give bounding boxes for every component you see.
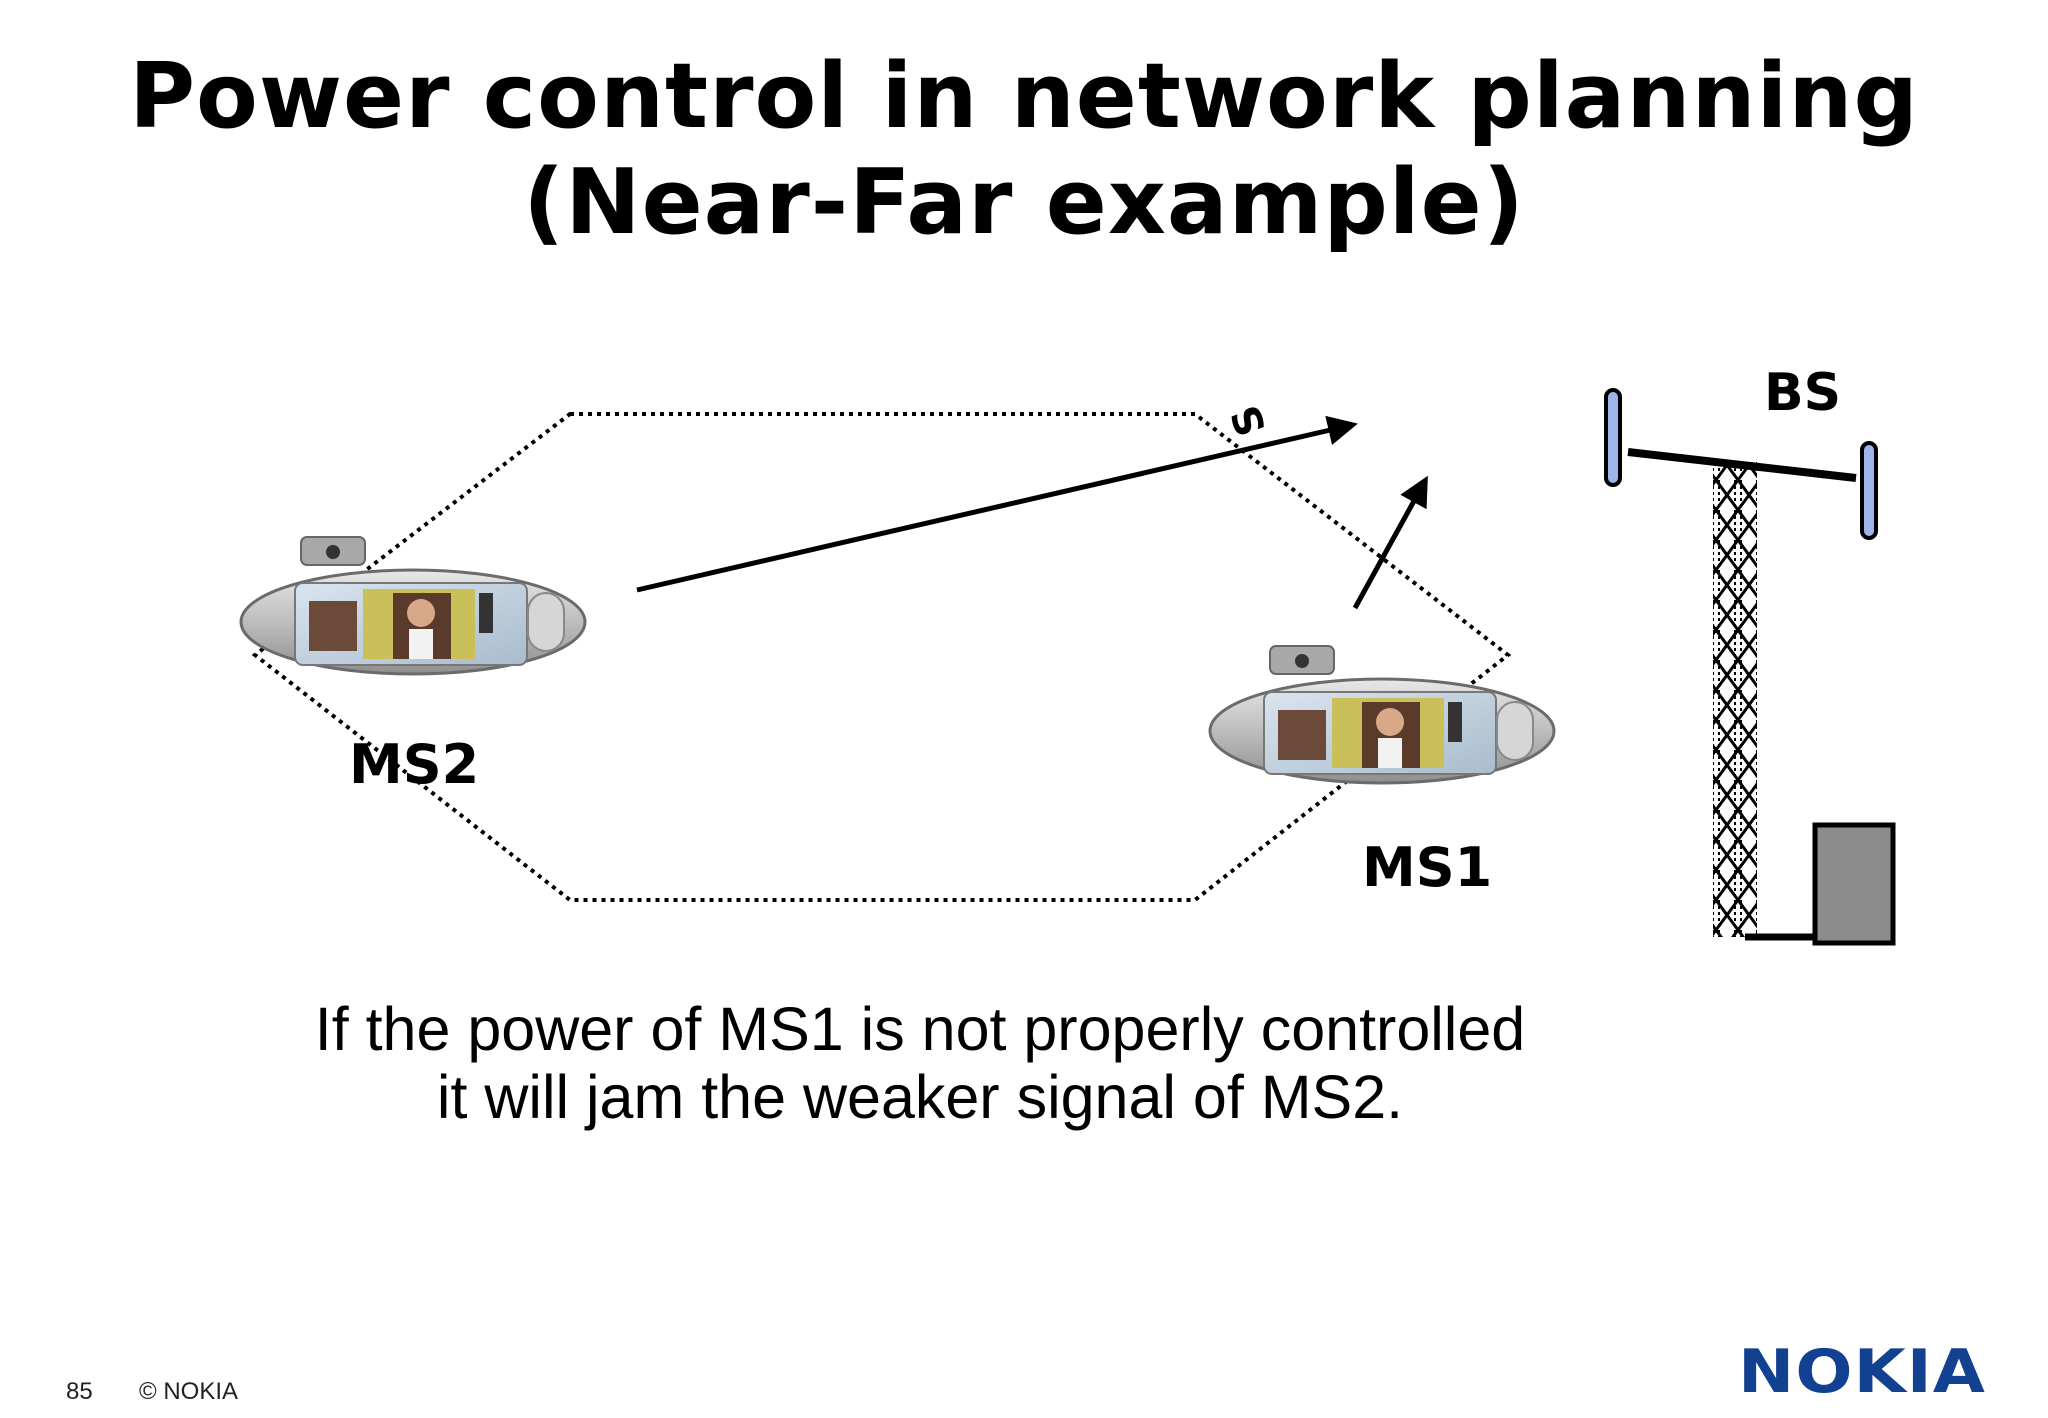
title-line-2: (Near-Far example) [523, 150, 1525, 255]
title-line-1: Power control in network planning [129, 44, 1919, 149]
caption-line-2: it will jam the weaker signal of MS2. [436, 1063, 1404, 1131]
bs-antenna-left-icon [1604, 388, 1622, 487]
ms1-phone-icon [1208, 645, 1556, 785]
ms2-signal-arrow [636, 415, 1358, 593]
ms2-phone-icon [239, 536, 587, 676]
cell-boundary [251, 412, 1512, 902]
ms1-signal-arrow [1352, 475, 1428, 610]
nokia-logo: NOKIA [1738, 1337, 1987, 1407]
bs-crossbar [1627, 448, 1857, 482]
bs-antenna-right-icon [1860, 441, 1878, 540]
bs-tower-icon [1713, 462, 1757, 937]
slide-title: Power control in network planning (Near-… [0, 44, 2048, 256]
copyright: © NOKIA [139, 1378, 239, 1405]
bs-equipment-cabinet [1812, 822, 1896, 946]
base-station-icon [1604, 388, 1896, 946]
caption-line-1: If the power of MS1 is not properly cont… [314, 995, 1526, 1063]
page-number: 85 [66, 1378, 93, 1405]
caption: If the power of MS1 is not properly cont… [0, 995, 1840, 1131]
label-bs: BS [1764, 363, 1841, 423]
label-ms2: MS2 [349, 733, 479, 796]
label-s: S [1223, 399, 1276, 442]
label-ms1: MS1 [1362, 836, 1492, 899]
